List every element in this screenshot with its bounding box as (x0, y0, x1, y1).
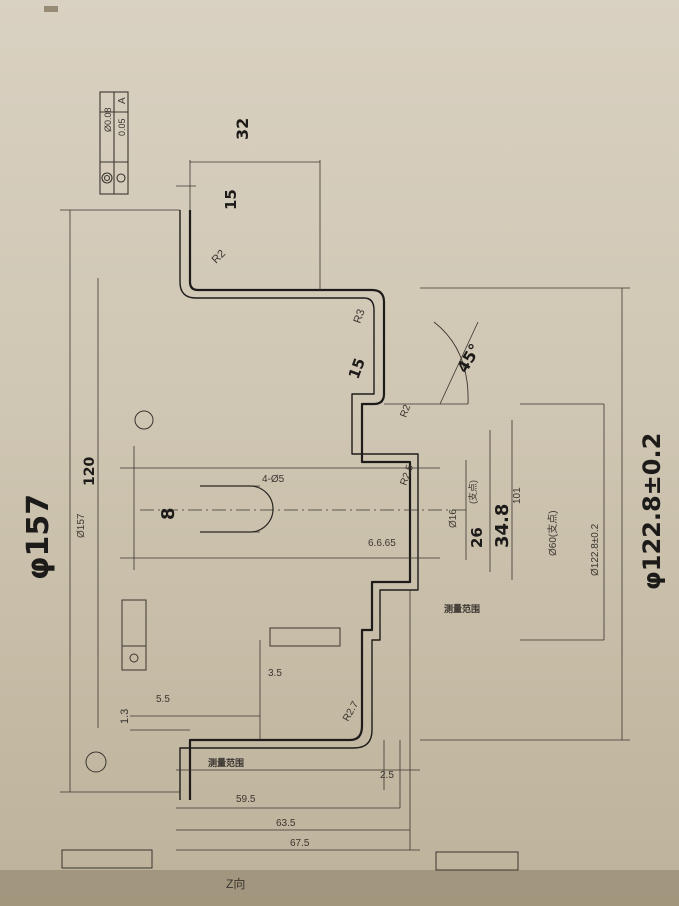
holes-callout: 4-Ø5 (262, 474, 285, 485)
bottom-tolerance-boxes (61, 627, 519, 871)
datum-marker-top (134, 410, 154, 430)
dim-101: 101 (512, 487, 523, 504)
dia-16: Ø16 (448, 509, 459, 528)
datum-marker-bottom (85, 751, 107, 773)
angle-arc (433, 321, 469, 405)
hand-outer-diameter: φ157 (21, 494, 56, 580)
dia-157: Ø157 (76, 513, 87, 538)
radius-r2: R2 (210, 248, 228, 266)
dia-60: Ø60(支点) (547, 510, 559, 556)
hand-bore-small: 26 (468, 527, 486, 548)
hand-wall-120: 120 (82, 457, 98, 486)
support-label: (支点) (467, 480, 478, 504)
left-tolerance-box (121, 599, 147, 671)
measure-range-label-2: 测量范围 (208, 757, 244, 768)
tol-round-text: 0.05 (117, 118, 127, 136)
dim-25: 2.5 (380, 770, 394, 781)
hand-chamfer: 15 (345, 356, 369, 382)
radius-r2b: R2 (398, 403, 413, 419)
radius-r3: R3 (352, 308, 368, 325)
hand-inner-diameter: φ122.8±0.2 (638, 433, 666, 590)
tol-coax-text: Ø0.08 (103, 107, 113, 132)
radius-r27: R2.7 (341, 699, 361, 723)
construction-lines (60, 160, 630, 851)
slot-outline (200, 485, 274, 533)
dim-55: 5.5 (156, 694, 170, 705)
dim-35a: 3.5 (268, 668, 282, 679)
datum-a-label: A (117, 97, 128, 104)
dim-595: 59.5 (236, 794, 256, 805)
dim-635: 63.5 (276, 818, 296, 829)
feature-control-frame (99, 91, 129, 195)
radius-r25: R2.5 (398, 463, 416, 487)
dim-13: 1.3 (119, 709, 131, 724)
hand-flange-thickness: 15 (222, 189, 240, 210)
view-label: Z向 (226, 876, 245, 891)
hand-top-width: 32 (233, 118, 252, 140)
hand-hole-dim: 8 (158, 507, 179, 520)
hand-angle: 45° (453, 340, 485, 376)
dim-675: 67.5 (290, 838, 310, 849)
dia-122: Ø122.8±0.2 (590, 523, 601, 576)
dim-665: 6.6.65 (368, 538, 396, 549)
part-profile (179, 210, 419, 800)
hand-bore-dim: 34.8 (492, 504, 513, 548)
punch-mark (44, 6, 58, 12)
measure-range-label-1: 测量范围 (444, 603, 480, 614)
